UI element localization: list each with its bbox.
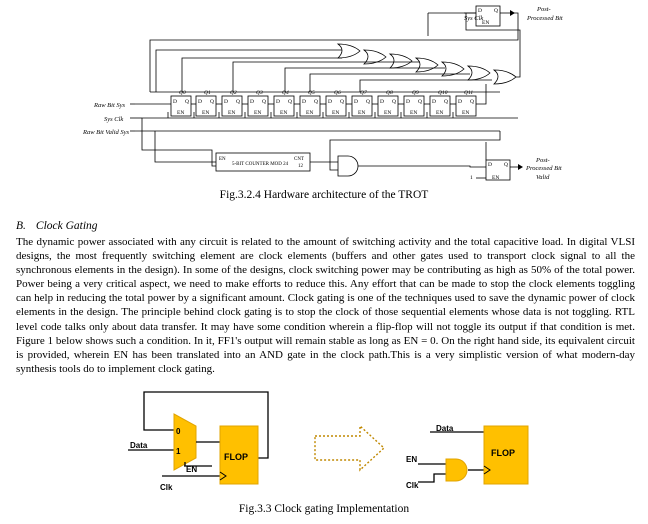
mux-shape	[173, 413, 197, 471]
top-out-label-1: Post-	[536, 6, 551, 13]
figure2-caption: Fig.3.3 Clock gating Implementation	[238, 503, 410, 515]
flop-q-4: Q	[288, 99, 292, 105]
section-title: Clock Gating	[35, 220, 98, 232]
left-clk-label: Clk	[160, 483, 173, 492]
right-flop-box	[483, 425, 529, 485]
flop-en-0: EN	[177, 110, 184, 116]
flop-en-6: EN	[332, 110, 339, 116]
valid-out-label-3: Valid	[536, 174, 550, 181]
flop-en-9: EN	[410, 110, 417, 116]
mux-input-1: 1	[176, 447, 181, 456]
flop-label-q5: Q5	[308, 90, 315, 96]
flop-en-4: EN	[280, 110, 287, 116]
right-data-label: Data	[436, 424, 454, 433]
right-flop-label: FLOP	[491, 448, 515, 458]
flop-d-10: D	[432, 99, 436, 105]
flop-label-q9: Q9	[412, 90, 419, 96]
flop-en-5: EN	[306, 110, 313, 116]
flop-q-2: Q	[236, 99, 240, 105]
valid-reg-d: D	[488, 162, 492, 168]
flop-label-q0: Q0	[179, 90, 186, 96]
flop-label-q6: Q6	[334, 90, 341, 96]
clock-gating-diagram: Data 0 1 EN Clk FLOP Data EN Clk FLOP	[128, 391, 529, 492]
flop-q-11: Q	[470, 99, 474, 105]
top-reg-clk-label: Sys Clk	[464, 15, 483, 22]
flop-q-1: Q	[210, 99, 214, 105]
flop-label-q3: Q3	[256, 90, 263, 96]
left-data-label: Data	[130, 441, 148, 450]
figure1-caption: Fig.3.2.4 Hardware architecture of the T…	[219, 189, 429, 201]
flop-d-5: D	[302, 99, 306, 105]
flop-q-7: Q	[366, 99, 370, 105]
flop-q-10: Q	[444, 99, 448, 105]
top-reg-en: EN	[482, 20, 489, 26]
flop-en-3: EN	[254, 110, 261, 116]
valid-register	[485, 159, 511, 181]
input-raw-valid: Raw Bit Valid Sys	[82, 129, 130, 136]
top-out-label-2: Processed Bit	[526, 15, 563, 22]
valid-reg-q: Q	[504, 162, 508, 168]
flop-d-0: D	[173, 99, 177, 105]
trot-architecture-diagram: D Q EN D Q EN 1 5-BIT COUNTER MOD 24 CNT…	[82, 5, 563, 181]
flop-d-7: D	[354, 99, 358, 105]
left-flop-box	[219, 425, 259, 485]
flop-q-0: Q	[185, 99, 189, 105]
flop-label-q1: Q1	[204, 90, 211, 96]
flop-q-3: Q	[262, 99, 266, 105]
top-register	[475, 5, 501, 27]
flop-q-5: Q	[314, 99, 318, 105]
flop-d-9: D	[406, 99, 410, 105]
flop-label-q2: Q2	[230, 90, 237, 96]
top-reg-d: D	[478, 8, 482, 14]
flop-q-6: Q	[340, 99, 344, 105]
flop-en-7: EN	[358, 110, 365, 116]
flop-label-q10: Q10	[438, 90, 448, 96]
flop-label-q7: Q7	[360, 90, 367, 96]
and-gate-shape	[445, 458, 468, 482]
flop-d-4: D	[276, 99, 280, 105]
flop-d-2: D	[224, 99, 228, 105]
right-clk-label: Clk	[406, 481, 419, 490]
valid-reg-one: 1	[470, 175, 473, 181]
left-en-label: EN	[186, 465, 197, 474]
input-sys-clk: Sys Clk	[104, 116, 123, 123]
right-en-label: EN	[406, 455, 417, 464]
transform-arrow	[314, 424, 386, 472]
flop-en-10: EN	[436, 110, 443, 116]
flop-en-1: EN	[202, 110, 209, 116]
flop-d-1: D	[198, 99, 202, 105]
flop-en-8: EN	[384, 110, 391, 116]
counter-label: 5-BIT COUNTER MOD 24	[232, 162, 289, 167]
flop-label-q11: Q11	[464, 90, 473, 96]
left-flop-label: FLOP	[224, 452, 248, 462]
flop-en-2: EN	[228, 110, 235, 116]
valid-out-label-1: Post-	[535, 157, 550, 164]
counter-en: EN	[219, 157, 226, 162]
section-paragraph: The dynamic power associated with any ci…	[16, 236, 635, 375]
flop-d-6: D	[328, 99, 332, 105]
flop-d-3: D	[250, 99, 254, 105]
section-letter: B.	[16, 220, 26, 232]
flop-q-9: Q	[418, 99, 422, 105]
counter-val: 12	[298, 164, 304, 169]
flop-d-11: D	[458, 99, 462, 105]
section-heading: B. Clock Gating	[16, 220, 98, 232]
top-reg-q: Q	[494, 8, 498, 14]
shift-register-flops	[170, 95, 477, 117]
flop-label-q8: Q8	[386, 90, 393, 96]
flop-d-8: D	[380, 99, 384, 105]
flop-en-11: EN	[462, 110, 469, 116]
flop-label-q4: Q4	[282, 89, 289, 96]
flop-q-8: Q	[392, 99, 396, 105]
valid-reg-en: EN	[492, 175, 499, 181]
counter-cnt: CNT	[294, 157, 304, 162]
input-raw-bit: Raw Bit Sys	[93, 102, 126, 109]
valid-out-label-2: Processed Bit	[525, 165, 562, 172]
mux-input-0: 0	[176, 427, 181, 436]
